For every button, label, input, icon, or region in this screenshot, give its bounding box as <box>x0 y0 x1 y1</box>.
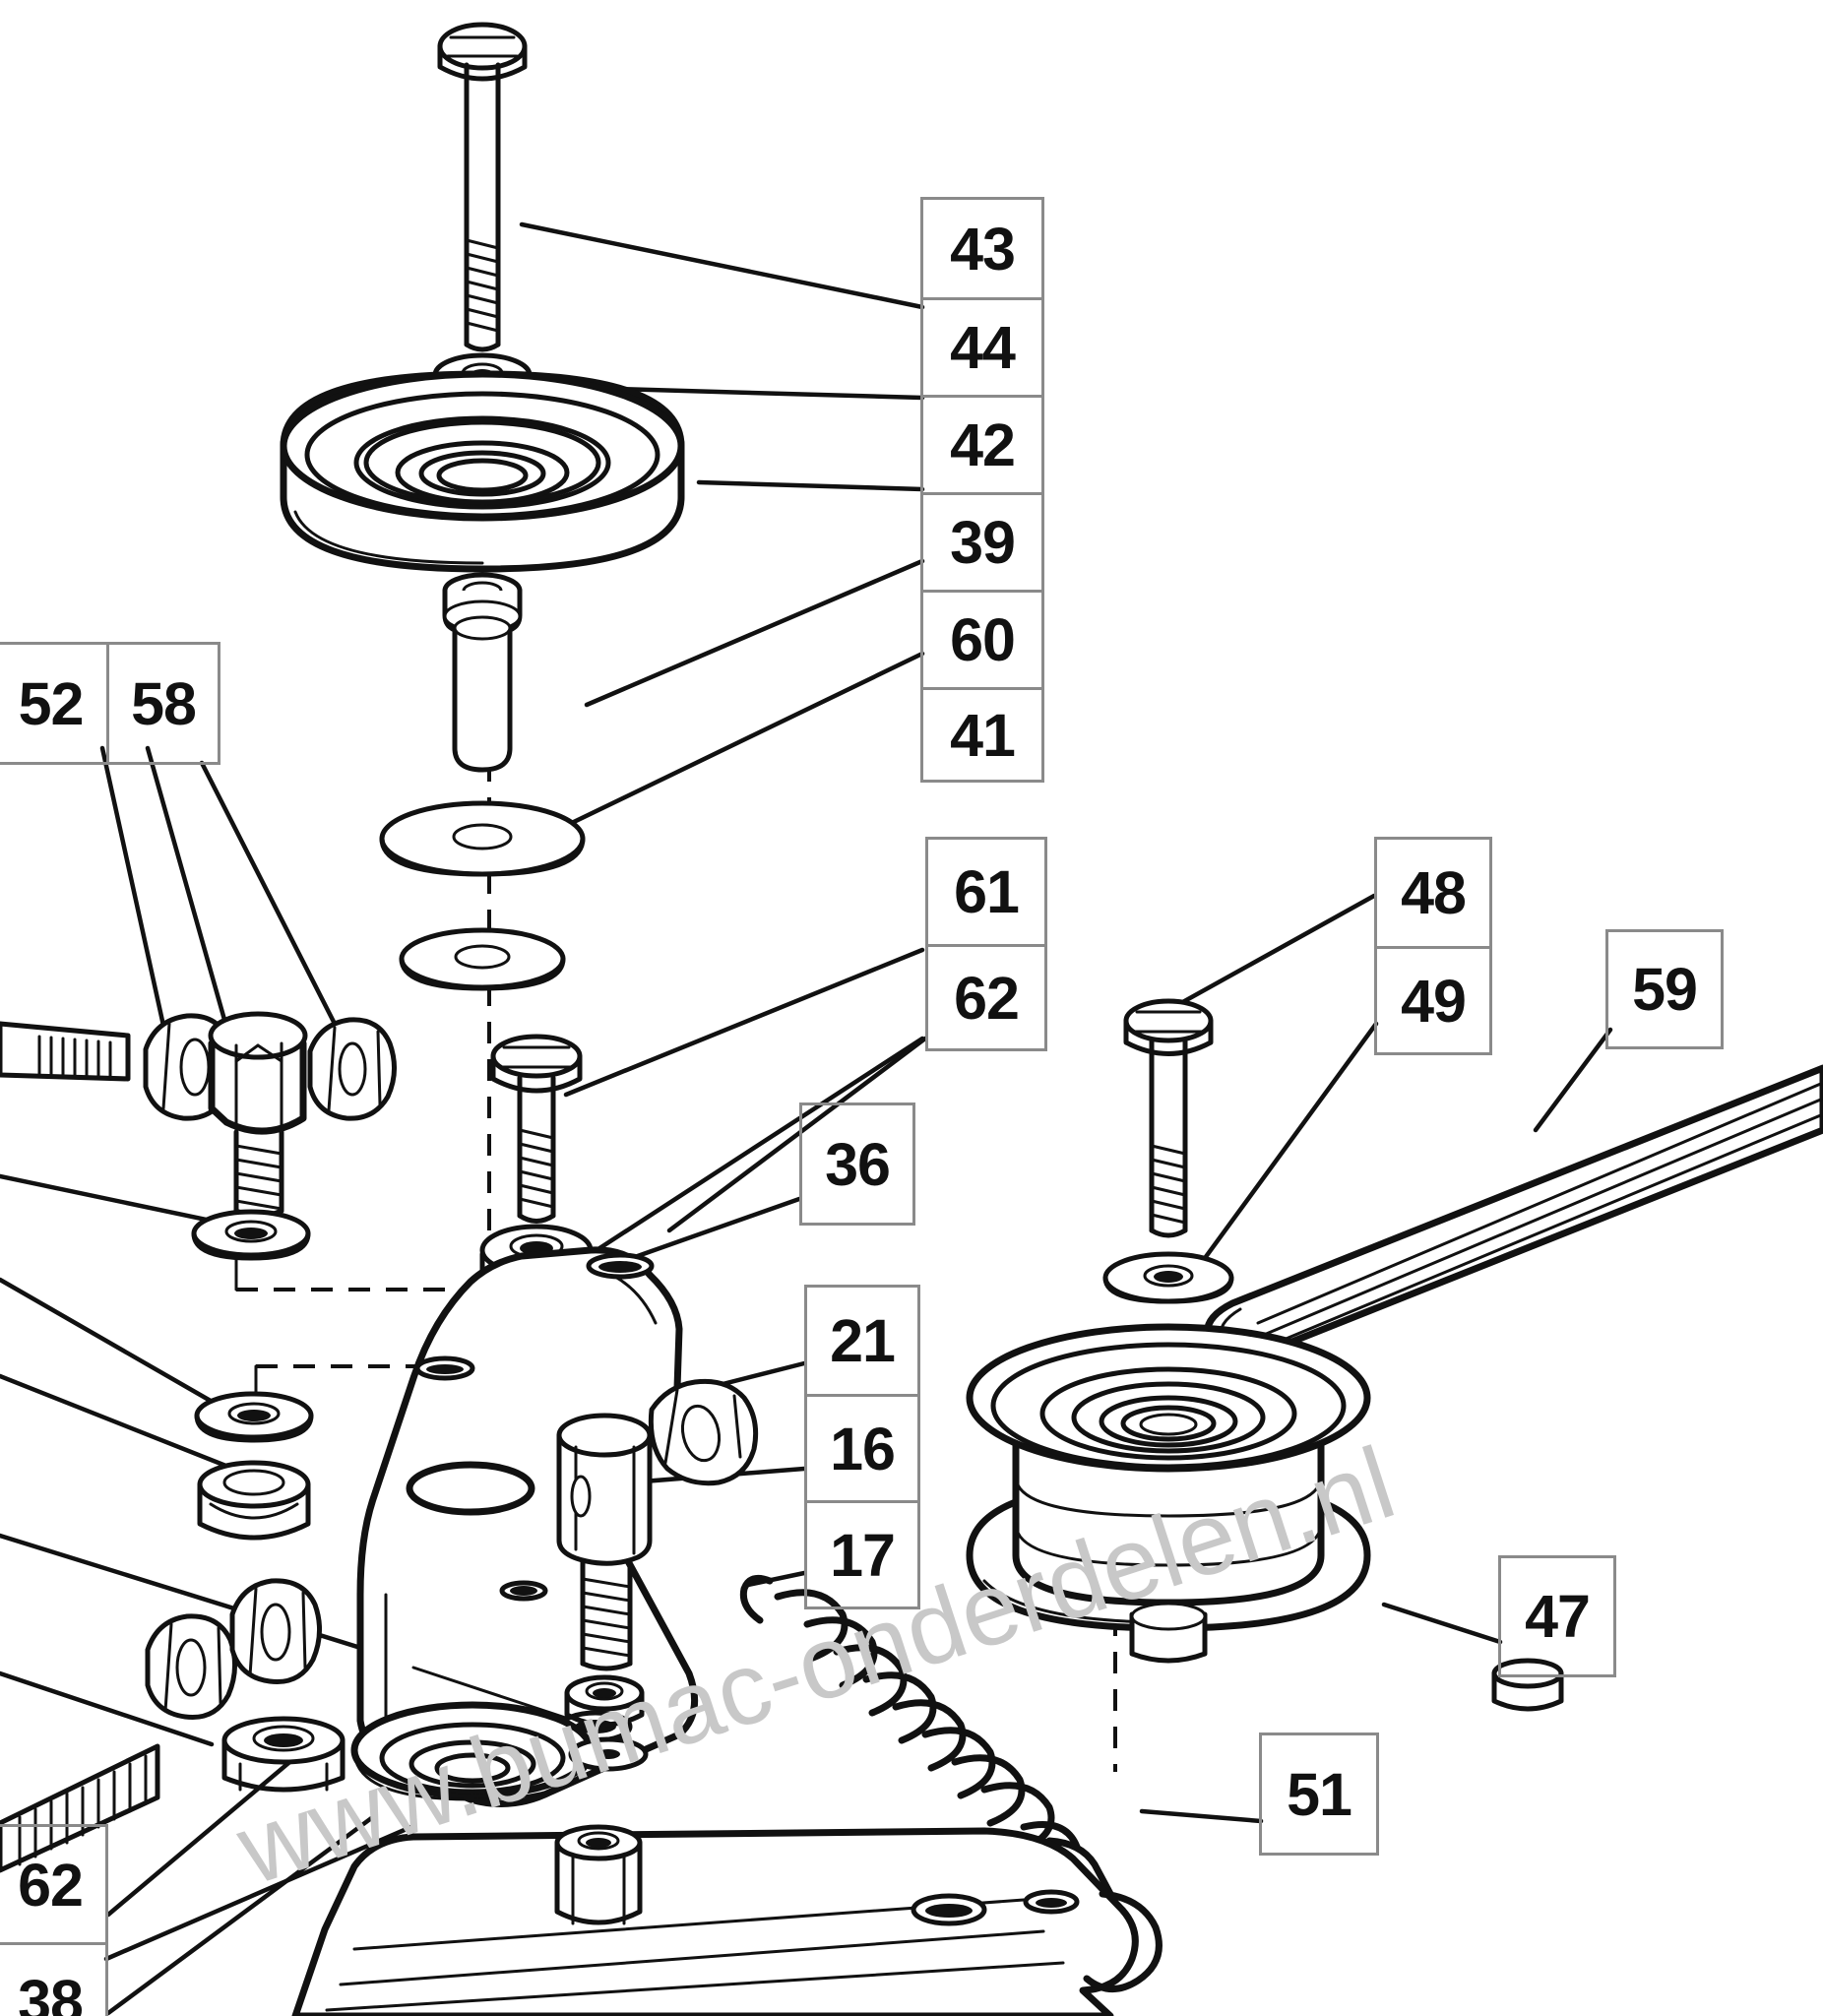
callout-47[interactable]: 47 <box>1525 1583 1591 1650</box>
callout-group-59: 59 <box>1605 929 1724 1049</box>
callout-59[interactable]: 59 <box>1632 956 1698 1023</box>
callout-44[interactable]: 44 <box>923 297 1041 395</box>
callout-60[interactable]: 60 <box>923 590 1041 687</box>
callout-group-51: 51 <box>1259 1732 1379 1856</box>
callout-group-61-62: 61 62 <box>925 837 1047 1051</box>
part-39-spacer <box>442 572 523 773</box>
callout-61[interactable]: 61 <box>954 858 1020 925</box>
callout-52[interactable]: 52 <box>18 669 85 737</box>
left-hexnut-2 <box>145 1613 237 1721</box>
callout-49[interactable]: 49 <box>1377 946 1489 1052</box>
left-hexnut-1 <box>197 1460 311 1541</box>
callout-16[interactable]: 16 <box>807 1394 917 1500</box>
callout-38[interactable]: 38 <box>0 1942 105 2016</box>
callout-group-left-top: 52 58 <box>0 642 220 765</box>
callout-48[interactable]: 48 <box>1401 859 1467 926</box>
callout-62-lower[interactable]: 62 <box>18 1851 84 1919</box>
leader-lines <box>0 221 1613 2016</box>
part-61-hex-bolt <box>490 1034 583 1224</box>
part-41-washer <box>399 927 566 991</box>
part-59-drive-belt <box>1204 1064 1823 1358</box>
callout-43[interactable]: 43 <box>950 215 1016 283</box>
left-hexnut-3 <box>229 1578 322 1685</box>
callout-42[interactable]: 42 <box>923 395 1041 492</box>
callout-51[interactable]: 51 <box>1287 1760 1352 1828</box>
callout-group-62-38: 62 38 <box>0 1824 108 2016</box>
part-43-hex-bolt <box>437 22 528 352</box>
part-52-hex-bolt-left <box>0 1021 131 1082</box>
part-16-shoulder-stud <box>556 1413 653 1671</box>
bottom-linkage-arm <box>291 1827 1163 2016</box>
callout-17[interactable]: 17 <box>807 1500 917 1606</box>
callout-58[interactable]: 58 <box>106 645 218 762</box>
part-48-hex-bolt <box>1123 998 1214 1238</box>
callout-group-47: 47 <box>1498 1555 1616 1677</box>
left-flange-nut <box>221 1716 346 1793</box>
callout-41[interactable]: 41 <box>923 687 1041 780</box>
callout-group-21-16-17: 21 16 17 <box>804 1285 920 1609</box>
bottom-small-nut <box>1491 1658 1564 1712</box>
left-washer-2 <box>194 1391 314 1443</box>
part-58-shoulder-bolt-assembly <box>143 1011 397 1219</box>
callout-21[interactable]: 21 <box>830 1307 896 1374</box>
part-42-pulley <box>280 370 685 573</box>
callout-group-top-right: 43 44 42 39 60 41 <box>920 197 1044 783</box>
part-49-washer <box>1102 1251 1234 1304</box>
part-38-threaded-rod <box>0 1743 160 1873</box>
part-47-idler-pulley <box>966 1323 1371 1664</box>
callout-36[interactable]: 36 <box>825 1130 891 1198</box>
part-17-extension-spring <box>739 1574 1112 1918</box>
part-21-hex-nut <box>648 1378 759 1486</box>
bottom-hardware <box>554 1736 649 1925</box>
part-62-locknut-lower <box>564 1674 645 1728</box>
callout-group-48-49: 48 49 <box>1374 837 1492 1055</box>
part-36-idler-arm-bracket <box>356 1246 699 1807</box>
left-washer-1 <box>191 1209 311 1261</box>
callout-group-36: 36 <box>799 1102 915 1226</box>
part-60-washer <box>379 800 586 877</box>
callout-39[interactable]: 39 <box>923 492 1041 590</box>
callout-62[interactable]: 62 <box>928 944 1044 1048</box>
